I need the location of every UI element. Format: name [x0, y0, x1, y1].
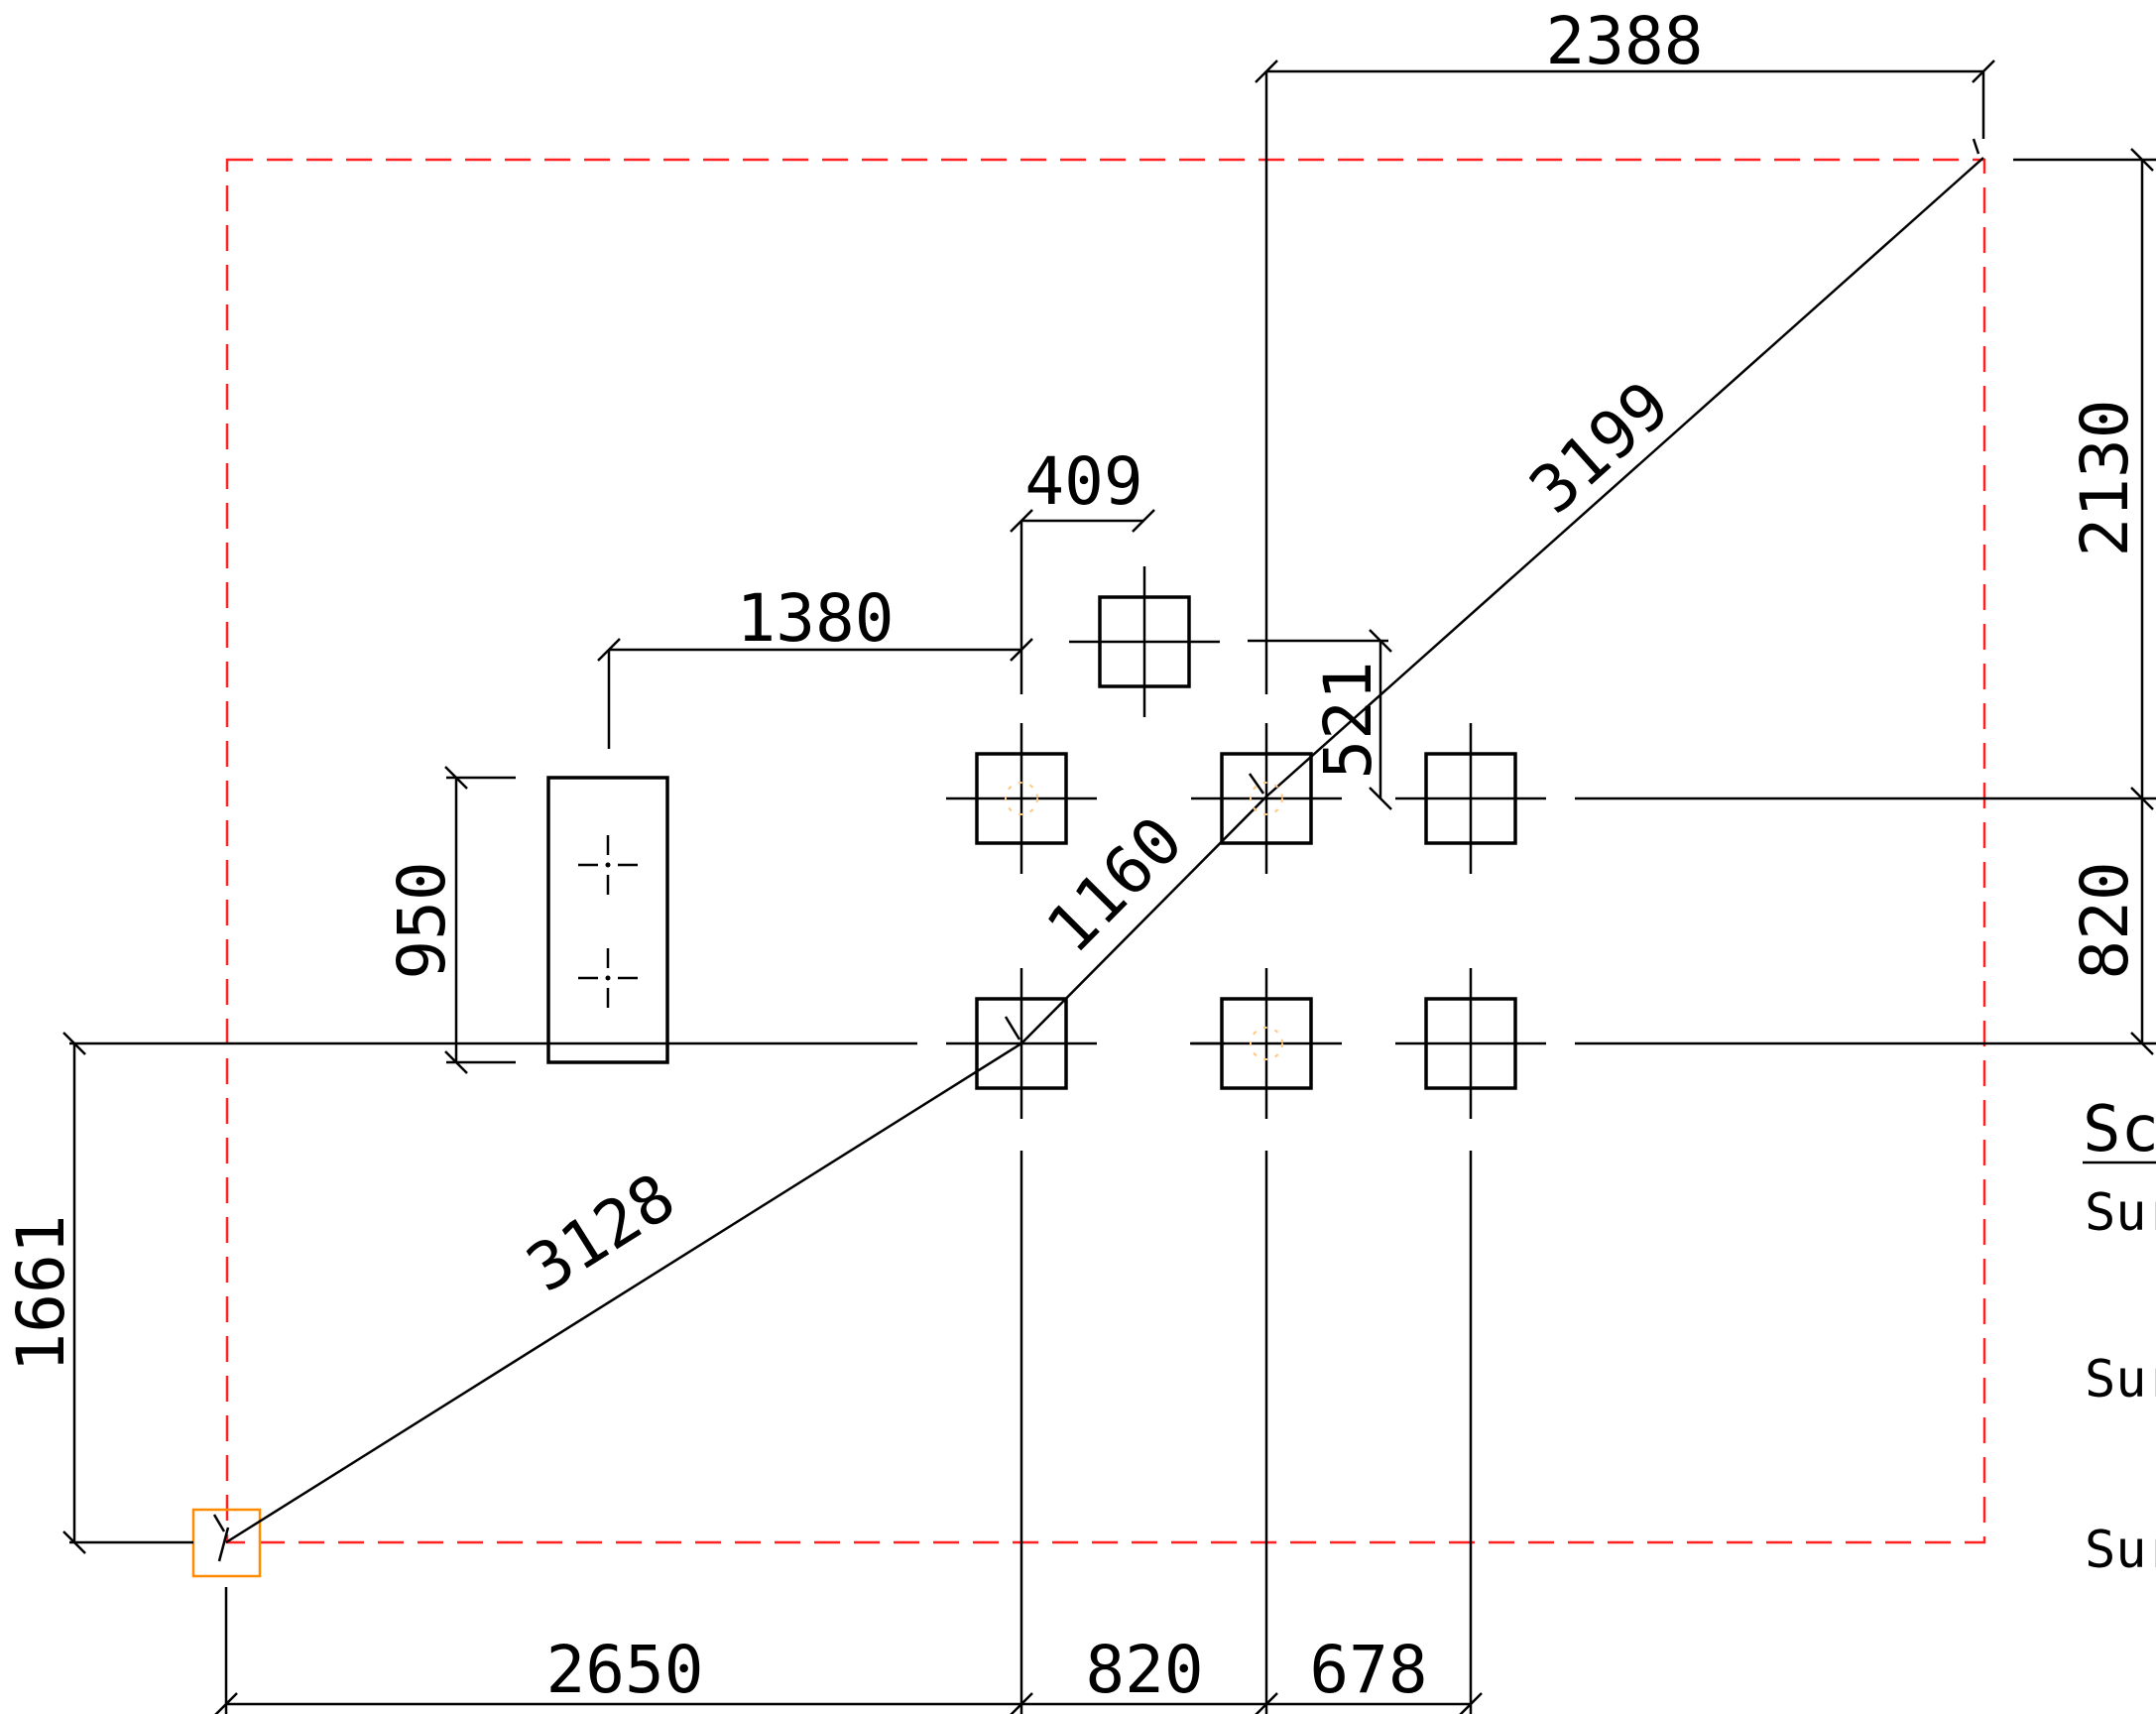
dim-text-pad-height: 950: [384, 861, 460, 979]
dim-tick: [1459, 1692, 1483, 1714]
survey-tick: [1248, 773, 1265, 795]
column-markers: [946, 566, 1546, 1119]
rectangular-pad: [546, 776, 669, 1064]
side-panel-row-3: Sur: [2085, 1521, 2156, 1580]
dim-text-right-lower: 820: [2067, 861, 2143, 979]
dim-tick: [444, 1050, 468, 1074]
dim-tick: [62, 1032, 86, 1055]
dim-tick: [597, 638, 621, 662]
dim-tick: [1255, 1692, 1278, 1714]
column-marker: [946, 968, 1097, 1119]
side-panel-row-2: Sur: [2085, 1350, 2156, 1409]
dim-text-bottom-a: 2650: [546, 1632, 704, 1708]
survey-line-middle: [1020, 796, 1267, 1044]
column-marker: [1191, 968, 1342, 1119]
column-marker: [1395, 968, 1546, 1119]
dim-tick: [444, 766, 468, 790]
dim-tick: [1010, 638, 1033, 662]
dim-tick: [1972, 60, 1995, 83]
dim-text-bottom-b: 820: [1085, 1632, 1203, 1708]
survey-tick: [1004, 1016, 1021, 1041]
pad-marker-upper: [578, 835, 638, 895]
column-marker: [946, 723, 1097, 874]
dim-tick: [1132, 509, 1155, 533]
dim-text-left-vertical: 1661: [3, 1215, 79, 1373]
side-panel-row-1: Sur: [2085, 1183, 2156, 1243]
dim-text-diag-middle: 1160: [1032, 802, 1198, 968]
column-faint-ring: [1005, 782, 1038, 815]
dim-tick: [214, 1692, 238, 1714]
dim-tick: [2130, 787, 2154, 810]
site-boundary: [225, 158, 1986, 1544]
dim-tick: [2130, 1032, 2154, 1055]
column-marker: [1191, 723, 1342, 874]
dim-tick: [1010, 509, 1033, 533]
survey-line-lower: [225, 1041, 1022, 1544]
pad-marker-lower: [578, 948, 638, 1008]
survey-tick: [1972, 138, 1980, 155]
dim-text-right-upper: 2130: [2067, 400, 2143, 557]
dim-tick: [2130, 148, 2154, 172]
dim-tick: [62, 1530, 86, 1554]
column-faint-ring: [1250, 1027, 1283, 1060]
survey-tick: [212, 1514, 226, 1532]
reference-lines: [69, 71, 2156, 1714]
dim-text-short-vertical: 521: [1310, 661, 1386, 779]
survey-tick: [217, 1527, 230, 1562]
dim-text-bottom-c: 678: [1309, 1632, 1427, 1708]
dim-text-diag-lower: 3128: [514, 1159, 688, 1307]
dim-tick: [1010, 1692, 1033, 1714]
dim-tick: [1369, 787, 1392, 810]
dim-tick: [1369, 629, 1392, 653]
dim-tick: [1255, 60, 1278, 83]
side-panel-heading: Sc: [2083, 1093, 2156, 1166]
column-marker: [1395, 723, 1546, 874]
dim-text-small-top: 409: [1024, 443, 1142, 520]
dimension-lines: [62, 60, 2154, 1714]
dim-text-top-width: 2388: [1546, 3, 1704, 79]
dim-text-pad-offset: 1380: [737, 580, 895, 657]
pad-outline: [546, 776, 669, 1064]
survey-line-upper: [1265, 157, 1984, 797]
column-faint-ring: [1250, 782, 1283, 815]
survey-lines: [212, 138, 1984, 1562]
column-marker: [1069, 566, 1220, 717]
